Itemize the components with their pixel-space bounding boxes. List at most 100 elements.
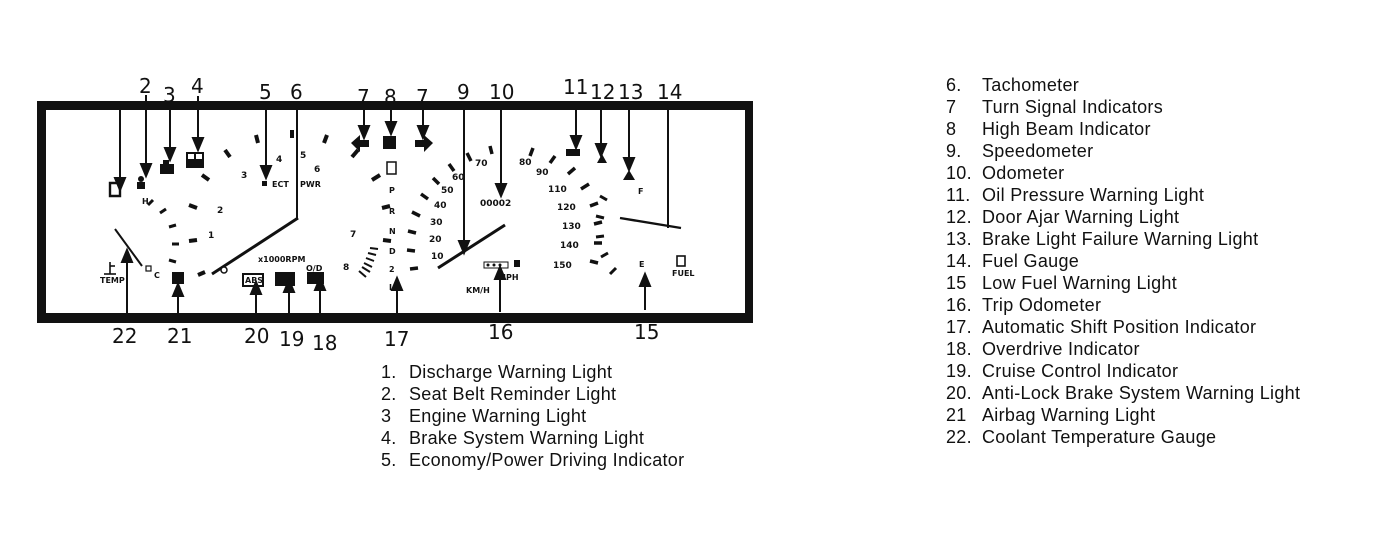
callout-14: 14	[657, 80, 682, 104]
legend-item: 14. Fuel Gauge	[946, 250, 1300, 272]
legend-text: Odometer	[982, 163, 1065, 183]
legend-item: 18.Overdrive Indicator	[946, 338, 1300, 360]
legend-num: 17.	[946, 317, 972, 337]
left-turn-icon	[351, 135, 369, 152]
legend-item: 5.Economy/Power Driving Indicator	[381, 449, 684, 471]
callout-17: 17	[384, 327, 409, 351]
speedo-mark-60: 60	[452, 173, 465, 183]
legend-text: Fuel Gauge	[982, 251, 1080, 271]
pwr-label: PWR	[300, 180, 321, 189]
legend-num: 18.	[946, 339, 972, 359]
engine-icon	[160, 160, 174, 174]
callout-10: 10	[489, 80, 514, 104]
legend-text: Brake Light Failure Warning Light	[982, 229, 1259, 249]
speedo-scale-labels: 10 20 30 40 50 60 70 80 90 100 110 120 1…	[429, 158, 581, 295]
airbag-icon	[172, 272, 184, 284]
legend-item: 2. Seat Belt Reminder Light	[381, 383, 684, 405]
legend-num: 14.	[946, 251, 972, 271]
tacho-mark-6: 6	[314, 165, 320, 175]
legend-text: Brake System Warning Light	[409, 428, 645, 448]
speedo-mark-120: 120	[557, 203, 576, 213]
fuel-gauge	[595, 154, 682, 276]
trip-odometer	[483, 260, 520, 269]
tachometer-gauge	[188, 130, 392, 278]
legend-num: 8	[946, 119, 957, 139]
legend-num: 19.	[946, 361, 972, 381]
fuel-label: FUEL	[672, 269, 695, 278]
callout-19: 19	[279, 327, 304, 351]
callout-22: 22	[112, 324, 137, 348]
oil-pressure-icon	[566, 149, 580, 156]
legend-text: High Beam Indicator	[982, 119, 1151, 139]
legend-item: 13.Brake Light Failure Warning Light	[946, 228, 1300, 250]
legend-num: 2.	[381, 384, 397, 404]
legend-text: Automatic Shift Position Indicator	[982, 317, 1257, 337]
callout-numbers: 1 2 3 4 5 6 7 8 7 9 10 11 12 13 14 15 16…	[112, 74, 682, 355]
legend-text: Speedometer	[982, 141, 1094, 161]
callout-21: 21	[167, 324, 192, 348]
legend-item: 17. Automatic Shift Position Indicator	[946, 316, 1300, 338]
legend-item: 12.Door Ajar Warning Light	[946, 206, 1300, 228]
tacho-mark-5: 5	[300, 151, 306, 161]
fuel-labels: F E FUEL	[638, 187, 695, 278]
callout-18: 18	[312, 331, 337, 355]
tacho-ticks	[188, 130, 392, 277]
legend-item: 4. Brake System Warning Light	[381, 427, 684, 449]
econ-label: ECT	[272, 180, 289, 189]
leader-lines	[113, 95, 669, 322]
legend-num: 16.	[946, 295, 972, 315]
speedo-mark-10: 10	[431, 252, 444, 262]
callout-13: 13	[618, 80, 643, 104]
callout-9: 9	[457, 80, 470, 104]
speedo-mark-110: 110	[548, 185, 567, 195]
speedo-mark-150: 150	[553, 261, 572, 271]
seatbelt-icon	[137, 176, 145, 189]
legend-item: 6.Tachometer	[946, 74, 1300, 96]
speedo-mark-20: 20	[429, 235, 442, 245]
brake-light-icon	[623, 170, 635, 180]
tacho-needle	[211, 216, 299, 276]
temperature-gauge	[114, 198, 179, 272]
tacho-mark-2: 2	[217, 206, 223, 216]
shift-indicator: P R N D 2 L	[386, 161, 397, 292]
legend-num: 4.	[381, 428, 397, 448]
econ-power-icon	[262, 181, 267, 186]
shift-n: N	[389, 227, 396, 236]
callout-4: 4	[191, 74, 204, 98]
speedo-mark-40: 40	[434, 201, 447, 211]
temp-c-label: C	[154, 271, 160, 280]
legend-item: 10. Odometer	[946, 162, 1300, 184]
cruise-icon	[275, 272, 295, 286]
legend-num: 20.	[946, 383, 972, 403]
legend-item: 15 Low Fuel Warning Light	[946, 272, 1300, 294]
turn-highbeam-icons	[351, 135, 433, 152]
fuel-pump-icon	[676, 255, 686, 267]
callout-7-left: 7	[357, 85, 370, 109]
legend-num: 9.	[946, 141, 962, 161]
speedo-ticks	[406, 145, 603, 271]
callout-11: 11	[563, 75, 588, 99]
legend-text: Door Ajar Warning Light	[982, 207, 1180, 227]
speedo-mark-50: 50	[441, 186, 454, 196]
tacho-mark-4: 4	[276, 155, 282, 165]
legend-text: Tachometer	[982, 75, 1080, 95]
legend-text: Low Fuel Warning Light	[982, 273, 1178, 293]
legend-num: 10.	[946, 163, 972, 183]
tacho-pivot	[220, 266, 228, 274]
callout-3: 3	[163, 83, 176, 107]
tacho-scale-labels: 1 2 3 4 5 6 7 8 x1000RPM	[208, 151, 356, 273]
legend-text: Seat Belt Reminder Light	[409, 384, 617, 404]
legend-num: 15	[946, 273, 967, 293]
legend-text: Anti-Lock Brake System Warning Light	[982, 383, 1301, 403]
door-ajar-icon	[597, 154, 607, 163]
legend-text: Coolant Temperature Gauge	[982, 427, 1217, 447]
legend-num: 21	[946, 405, 967, 425]
abs-label: ABS	[245, 276, 263, 285]
speedo-unit-label: MPH	[498, 273, 519, 282]
shift-l: L	[389, 283, 394, 292]
